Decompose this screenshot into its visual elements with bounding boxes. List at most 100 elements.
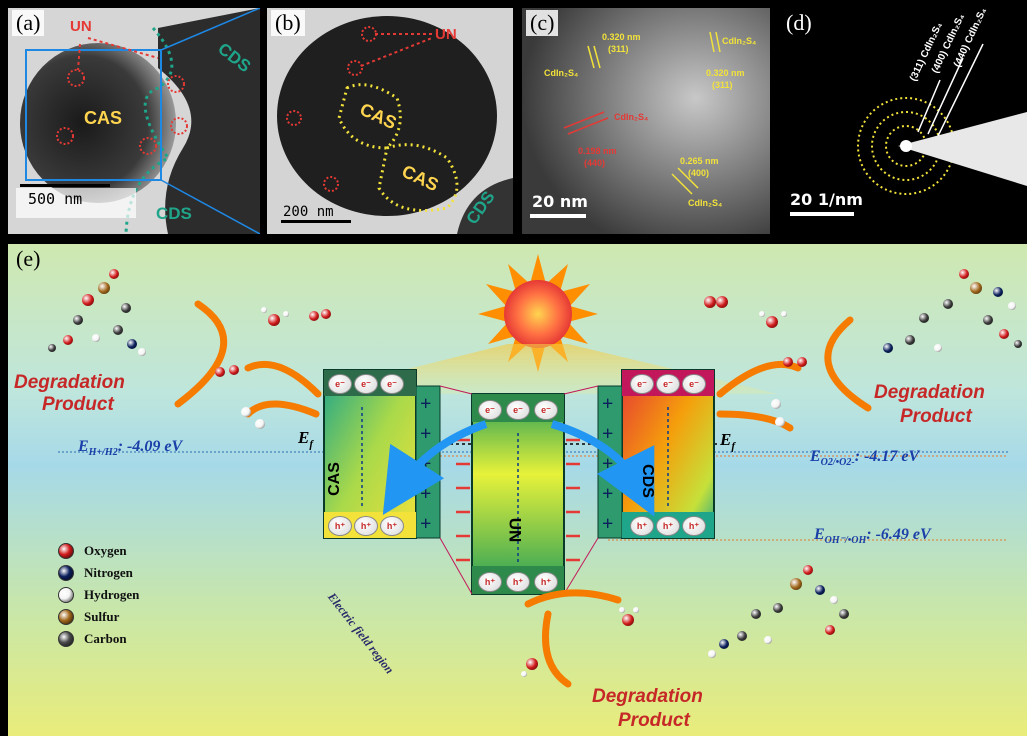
atom-ball-icon xyxy=(63,335,73,345)
atom-ball-icon xyxy=(526,658,538,670)
atom-ball-icon xyxy=(138,348,146,356)
cas-label: CAS xyxy=(325,462,343,496)
atom-ball-icon xyxy=(825,625,835,635)
fermi-right: Ef xyxy=(720,430,736,453)
atom-ball-icon xyxy=(797,357,807,367)
atom-ball-icon xyxy=(255,419,265,429)
degradation-right-line2: Product xyxy=(900,406,972,427)
atom-ball-icon xyxy=(764,636,772,644)
atom-ball-icon xyxy=(803,565,813,575)
legend-label: Nitrogen xyxy=(84,565,133,580)
panel-d: (d) (311) CdIn₂S₄ (400) CdIn₂S₄ (440) Cd… xyxy=(778,8,1027,234)
legend-label: Sulfur xyxy=(84,609,120,624)
hole: h⁺ xyxy=(656,516,680,536)
potential-oh: EOH⁻/•OH: -6.49 eV xyxy=(814,526,931,547)
hole: h⁺ xyxy=(506,572,530,592)
hrtem-ann-4c: CdIn₂S₄ xyxy=(688,198,723,208)
atom-ball-icon xyxy=(1008,302,1016,310)
potential-o2: EO2/•O2-: -4.17 eV xyxy=(810,448,920,469)
legend-item: Sulfur xyxy=(58,606,139,628)
atom-ball-icon xyxy=(959,269,969,279)
degradation-left-line1: Degradation xyxy=(14,372,125,393)
panel-b-scale: 200 nm xyxy=(283,204,334,220)
legend-label: Oxygen xyxy=(84,543,127,558)
hrtem-ann-4b: (400) xyxy=(688,168,710,178)
atom-ball-icon xyxy=(704,296,716,308)
panel-a-cds-bottom: CDS xyxy=(156,204,192,223)
atom-ball-icon xyxy=(622,614,634,626)
atom-ball-icon xyxy=(766,316,778,328)
hrtem-ann-1b: (311) xyxy=(608,44,629,54)
svg-text:+: + xyxy=(602,513,613,535)
atom-ball-icon xyxy=(919,313,929,323)
potential-h2: EH+/H2: -4.09 eV xyxy=(78,438,183,459)
panel-e-label: (e) xyxy=(16,246,41,271)
atom-ball-icon xyxy=(983,315,993,325)
panel-c: (c) 0.320 nm (311) CdIn₂S₄ CdIn₂S₄ 0.320… xyxy=(522,8,770,234)
atom-ball-icon xyxy=(815,585,825,595)
panel-a: (a) UN CAS CDS CDS 500 nm xyxy=(8,8,260,234)
atom-ball-icon xyxy=(633,607,639,613)
atom-ball-icon xyxy=(48,344,56,352)
atom-ball-icon xyxy=(970,282,982,294)
tem-image-b xyxy=(267,8,513,234)
svg-text:+: + xyxy=(420,483,431,505)
atom-ball-icon xyxy=(121,303,131,313)
atom-ball-icon xyxy=(790,578,802,590)
atom-ball-icon xyxy=(1014,340,1022,348)
hrtem-ann-2b: 0.320 nm xyxy=(706,68,745,78)
electron: e⁻ xyxy=(478,400,502,420)
atom-ball-icon xyxy=(708,650,716,658)
atom-ball-icon xyxy=(619,607,625,613)
svg-text:+: + xyxy=(602,393,613,415)
atom-ball-icon xyxy=(943,299,953,309)
atom-ball-icon xyxy=(934,344,942,352)
panel-a-cas: CAS xyxy=(84,108,123,128)
atom-ball-icon xyxy=(309,311,319,321)
legend-item: Oxygen xyxy=(58,540,139,562)
degradation-left-line2: Product xyxy=(42,394,114,415)
panel-d-scale: 20 1/nm xyxy=(790,190,863,209)
hrtem-image-c xyxy=(522,8,770,234)
atom-ball-icon xyxy=(839,609,849,619)
hole: h⁺ xyxy=(328,516,352,536)
atom-ball-icon xyxy=(98,282,110,294)
hole: h⁺ xyxy=(380,516,404,536)
atom-ball-icon xyxy=(781,311,787,317)
cds-label: CDS xyxy=(638,464,656,498)
electron: e⁻ xyxy=(682,374,706,394)
atom-ball-icon xyxy=(82,294,94,306)
atom-ball-icon xyxy=(215,367,225,377)
electron: e⁻ xyxy=(328,374,352,394)
atom-ball-icon xyxy=(993,287,1003,297)
panel-c-scale: 20 nm xyxy=(532,192,588,211)
atom-ball-icon xyxy=(283,311,289,317)
atom-ball-icon xyxy=(92,334,100,342)
hrtem-ann-3b: 0.198 nm xyxy=(578,146,617,156)
hrtem-ann-3: CdIn₂S₄ xyxy=(614,112,649,122)
hole: h⁺ xyxy=(478,572,502,592)
degradation-bottom-line2: Product xyxy=(618,710,690,731)
mechanism-scheme: +++++ +++++ xyxy=(8,244,1027,736)
atom-ball-icon xyxy=(716,296,728,308)
legend-label: Hydrogen xyxy=(84,587,140,602)
atom-ball-icon xyxy=(751,609,761,619)
hole: h⁺ xyxy=(682,516,706,536)
atom-ball-icon xyxy=(261,307,267,313)
degradation-right-line1: Degradation xyxy=(874,382,985,403)
panel-b-un: UN xyxy=(435,26,457,43)
electron: e⁻ xyxy=(656,374,680,394)
atom-ball-icon xyxy=(883,343,893,353)
hrtem-ann-2c: (311) xyxy=(712,80,733,90)
atom-ball-icon xyxy=(127,339,137,349)
atom-ball-icon xyxy=(73,315,83,325)
panel-a-un: UN xyxy=(70,18,92,35)
legend-label: Carbon xyxy=(84,631,127,646)
atom-swatch-icon xyxy=(58,543,74,559)
svg-text:+: + xyxy=(602,423,613,445)
hole: h⁺ xyxy=(630,516,654,536)
electron: e⁻ xyxy=(380,374,404,394)
un-label: UN xyxy=(505,517,525,543)
atom-ball-icon xyxy=(719,639,729,649)
atom-ball-icon xyxy=(229,365,239,375)
